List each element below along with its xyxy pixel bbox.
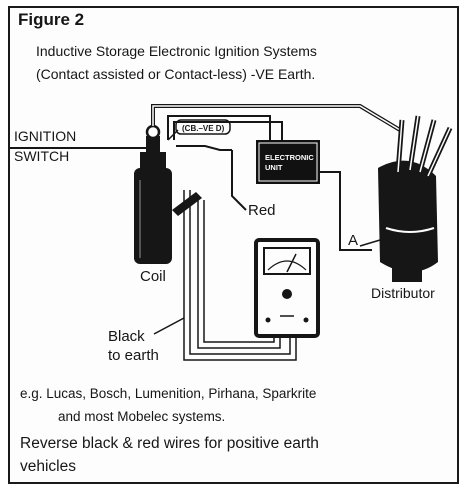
examples-note-line2: and most Mobelec systems. (58, 409, 226, 424)
electronic-unit-label-line1: ELECTRONIC (265, 153, 314, 162)
black-wire-label-line2: to earth (108, 347, 159, 364)
ignition-switch-label-line2: SWITCH (14, 148, 70, 164)
reverse-note-line2: vehicles (20, 458, 76, 475)
red-wire (176, 145, 247, 211)
red-wire-label: Red (248, 202, 276, 219)
cb-ve-label: (CB.–VE D) (182, 124, 225, 133)
figure-subtitle-line1: Inductive Storage Electronic Ignition Sy… (36, 43, 317, 59)
meter-leads (183, 190, 297, 361)
test-meter (254, 238, 320, 338)
examples-note-line1: e.g. Lucas, Bosch, Lumenition, Pirhana, … (20, 386, 317, 401)
terminal-a-label: A (348, 232, 359, 249)
electronic-unit (256, 140, 320, 184)
distributor-symbol (378, 115, 453, 282)
electronic-unit-label-line2: UNIT (265, 163, 283, 172)
coil-symbol (134, 124, 202, 264)
black-wire-label-line1: Black (108, 328, 145, 345)
cb-ve-bracket (167, 119, 231, 141)
figure-title: Figure 2 (18, 10, 85, 29)
figure-subtitle-line2: (Contact assisted or Contact-less) -VE E… (36, 66, 316, 82)
ht-lead (151, 104, 402, 132)
unit-to-distributor-wire (320, 171, 372, 251)
reverse-note-line1: Reverse black & red wires for positive e… (20, 435, 319, 452)
ignition-switch-label-line1: IGNITION (14, 128, 77, 144)
distributor-label: Distributor (371, 285, 435, 301)
coil-label: Coil (140, 268, 166, 285)
lt-wires (167, 115, 283, 146)
label-leaders (153, 239, 381, 335)
